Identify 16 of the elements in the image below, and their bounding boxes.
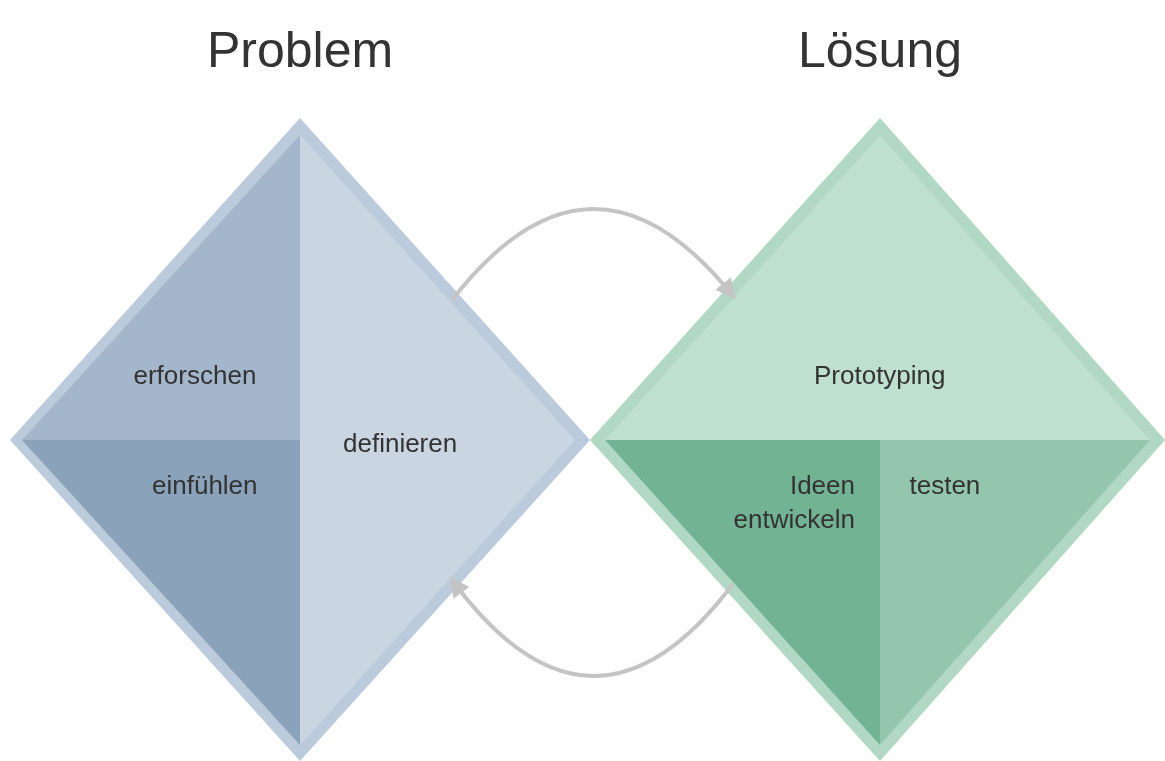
segment-label: Ideen entwickeln — [732, 469, 855, 536]
triangle-segment — [22, 440, 300, 745]
curved-arrow — [449, 576, 735, 678]
segment-label: erforschen — [133, 359, 257, 392]
triangle-segment — [22, 135, 300, 440]
triangle-segment — [300, 135, 575, 745]
segment-label: definieren — [343, 427, 458, 460]
triangle-segment — [605, 135, 1150, 440]
triangle-segment — [880, 440, 1150, 745]
curved-arrow — [450, 207, 736, 302]
segment-label: einfühlen — [152, 469, 258, 502]
segment-label: testen — [909, 469, 981, 502]
triangle-segment — [605, 440, 880, 745]
segment-label: Prototyping — [814, 359, 946, 392]
heading: Problem — [207, 21, 394, 80]
heading: Lösung — [798, 21, 963, 80]
